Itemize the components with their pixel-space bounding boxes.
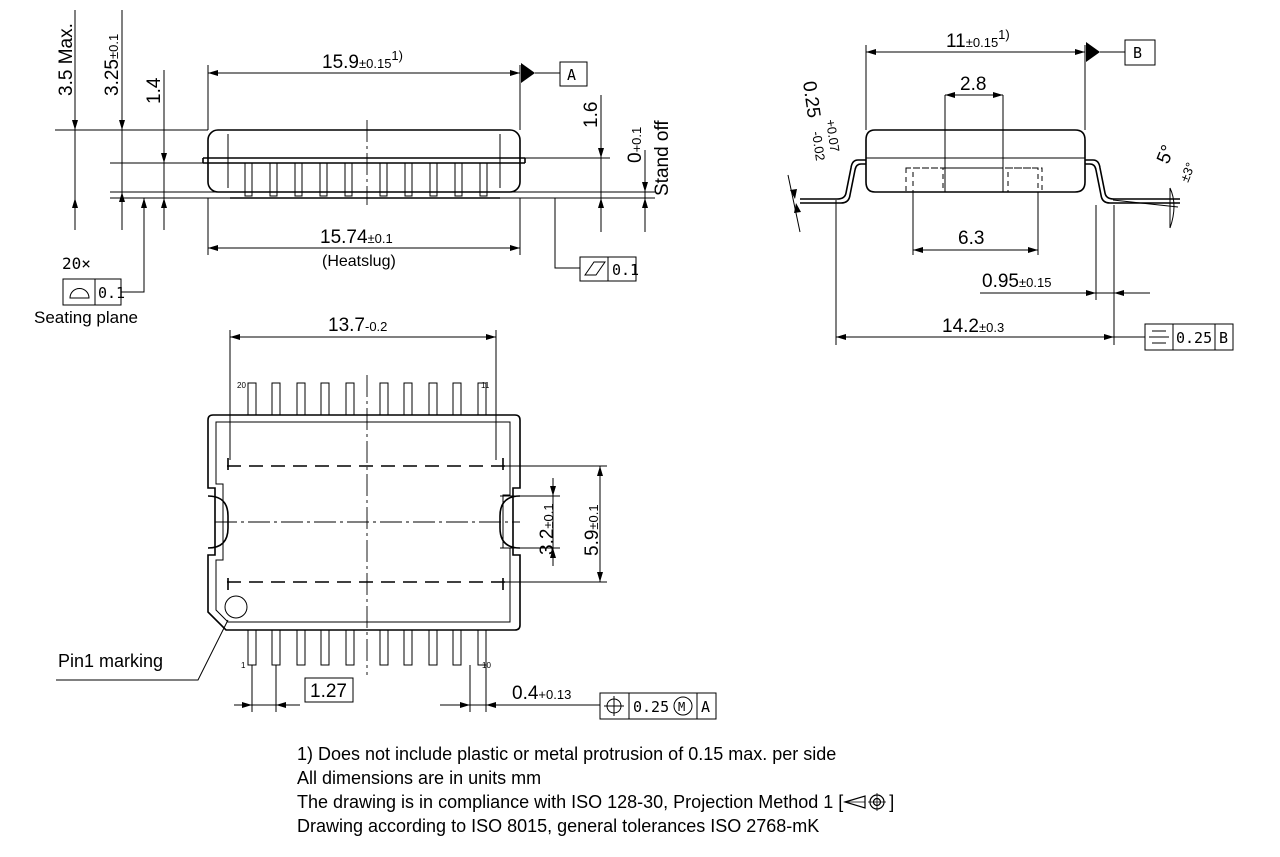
standoff-label: Stand off (652, 120, 673, 196)
seating-plane-label: Seating plane (34, 308, 138, 327)
dim-total-width: 14.2 (942, 316, 979, 337)
dim-width: 11 (946, 31, 966, 52)
svg-text:14.2±0.3: 14.2±0.3 (942, 316, 1004, 337)
symmetry-icon (1149, 330, 1169, 344)
package-outline-drawing: 3.5 Max. 3.25±0.1 1.4 15.9±0.151) A 1.6 … (34, 10, 1234, 720)
dim-body-height: 3.25 (102, 59, 123, 96)
dim-slug-outer-width-tol: ±0.1 (586, 504, 601, 529)
dim-lead-height: 1.4 (144, 77, 165, 104)
position-modifier: M (678, 700, 685, 714)
dim-lead-width: 0.4 (512, 683, 539, 704)
svg-text:0.25: 0.25 (798, 80, 824, 120)
end-view: 11±0.151) B 2.8 0.25 +0.07 -0.02 5° ±3° (787, 27, 1234, 351)
svg-text:3.2±0.1: 3.2±0.1 (537, 503, 558, 555)
position-icon (604, 696, 624, 716)
position-value: 0.25 (633, 698, 669, 716)
note-projection-text: The drawing is in compliance with ISO 12… (297, 792, 844, 812)
svg-text:5.9±0.1: 5.9±0.1 (582, 504, 603, 556)
svg-text:3.25±0.1: 3.25±0.1 (102, 34, 123, 96)
svg-text:13.7-0.2: 13.7-0.2 (328, 315, 387, 336)
svg-text:11±0.151): 11±0.151) (946, 27, 1010, 52)
dim-slug-length: 13.7 (328, 315, 365, 336)
dim-foot-length-tol: ±0.15 (1019, 275, 1051, 290)
dim-total-width-tol: ±0.3 (979, 320, 1004, 335)
top-package-body (207, 414, 521, 631)
dim-width-note: 1) (998, 27, 1010, 42)
dim-angle: 5° (1153, 142, 1179, 167)
flatness-value: 0.1 (612, 261, 639, 279)
symmetry-frame (1144, 323, 1234, 351)
heatslug-label: (Heatslug) (322, 253, 396, 270)
dim-lead-dist: 1.6 (581, 102, 602, 128)
side-view: 3.5 Max. 3.25±0.1 1.4 15.9±0.151) A 1.6 … (34, 10, 673, 327)
svg-text:15.74±0.1: 15.74±0.1 (320, 227, 393, 248)
pin-label-1: 1 (241, 661, 246, 670)
dim-pad-width: 6.3 (958, 228, 984, 249)
dim-lead-thickness-tol-lower: -0.02 (809, 130, 828, 161)
side-package-body (207, 129, 521, 193)
dim-slug-length-tol: -0.2 (365, 319, 387, 334)
dim-length-tol: ±0.15 (359, 56, 391, 71)
side-leads (244, 162, 488, 197)
datum-b-box (1124, 39, 1156, 66)
dim-angle-tol: ±3° (1177, 160, 1198, 184)
dim-lead-width-tol: +0.13 (538, 687, 571, 702)
note-tolerances: Drawing according to ISO 8015, general t… (297, 816, 820, 836)
top-leads (247, 382, 487, 416)
dim-heatslug: 15.74 (320, 227, 368, 248)
flatness-icon (584, 261, 606, 276)
note-protrusion: 1) Does not include plastic or metal pro… (297, 744, 837, 764)
projection-method-icon (843, 793, 887, 811)
dim-pitch: 1.27 (310, 681, 347, 702)
dim-standoff-tol: +0.1 (629, 127, 644, 153)
note-projection: The drawing is in compliance with ISO 12… (297, 790, 894, 814)
note-units: All dimensions are in units mm (297, 768, 542, 788)
end-package-body (865, 129, 1086, 193)
dim-lead-thickness-tol-upper: +0.07 (823, 118, 842, 153)
note-projection-close: ] (889, 792, 895, 812)
mmc-circle (673, 696, 693, 716)
symmetry-value: 0.25 (1176, 329, 1212, 347)
datum-a-box (559, 61, 588, 87)
position-datum: A (701, 698, 710, 716)
dim-inner-width-tol: ±0.1 (541, 503, 556, 528)
pin-label-10: 10 (482, 661, 491, 670)
svg-text:0.4+0.13: 0.4+0.13 (512, 683, 571, 704)
dim-inner-width: 3.2 (537, 529, 558, 555)
dim-slug-width: 2.8 (960, 74, 986, 95)
dim-height-max: 3.5 Max. (56, 23, 77, 96)
dim-slug-outer-width: 5.9 (582, 530, 603, 556)
coplanarity-value: 0.1 (98, 284, 125, 302)
svg-text:15.9±0.151): 15.9±0.151) (322, 48, 403, 73)
pin1-label: Pin1 marking (58, 651, 163, 671)
svg-text:0.95±0.15: 0.95±0.15 (982, 271, 1051, 292)
dim-length: 15.9 (322, 52, 359, 73)
dim-body-height-tol: ±0.1 (106, 34, 121, 59)
pin-label-11: 11 (481, 381, 490, 390)
bottom-leads (247, 629, 487, 666)
dim-lead-thickness: 0.25 (798, 80, 824, 120)
datum-b-label: B (1133, 44, 1142, 62)
svg-text:0+0.1: 0+0.1 (625, 127, 646, 163)
profile-surface-icon (69, 288, 90, 299)
dim-foot-length: 0.95 (982, 271, 1019, 292)
pin1-dot (224, 595, 248, 619)
count-label: 20× (62, 254, 91, 273)
symmetry-datum: B (1219, 329, 1228, 347)
datum-a-label: A (567, 66, 576, 84)
dim-heatslug-tol: ±0.1 (368, 231, 393, 246)
dim-length-note: 1) (391, 48, 403, 63)
dim-width-tol: ±0.15 (966, 35, 998, 50)
top-view: 20 11 1 10 Pin1 marking 13.7-0.2 3.2±0.1… (56, 315, 717, 720)
pitch-basic-box (304, 677, 354, 703)
dim-standoff: 0 (625, 152, 646, 163)
drawing-notes: 1) Does not include plastic or metal pro… (297, 742, 894, 838)
pin-label-20: 20 (237, 381, 246, 390)
svg-text:5°: 5° (1153, 142, 1179, 167)
position-frame (599, 692, 717, 720)
